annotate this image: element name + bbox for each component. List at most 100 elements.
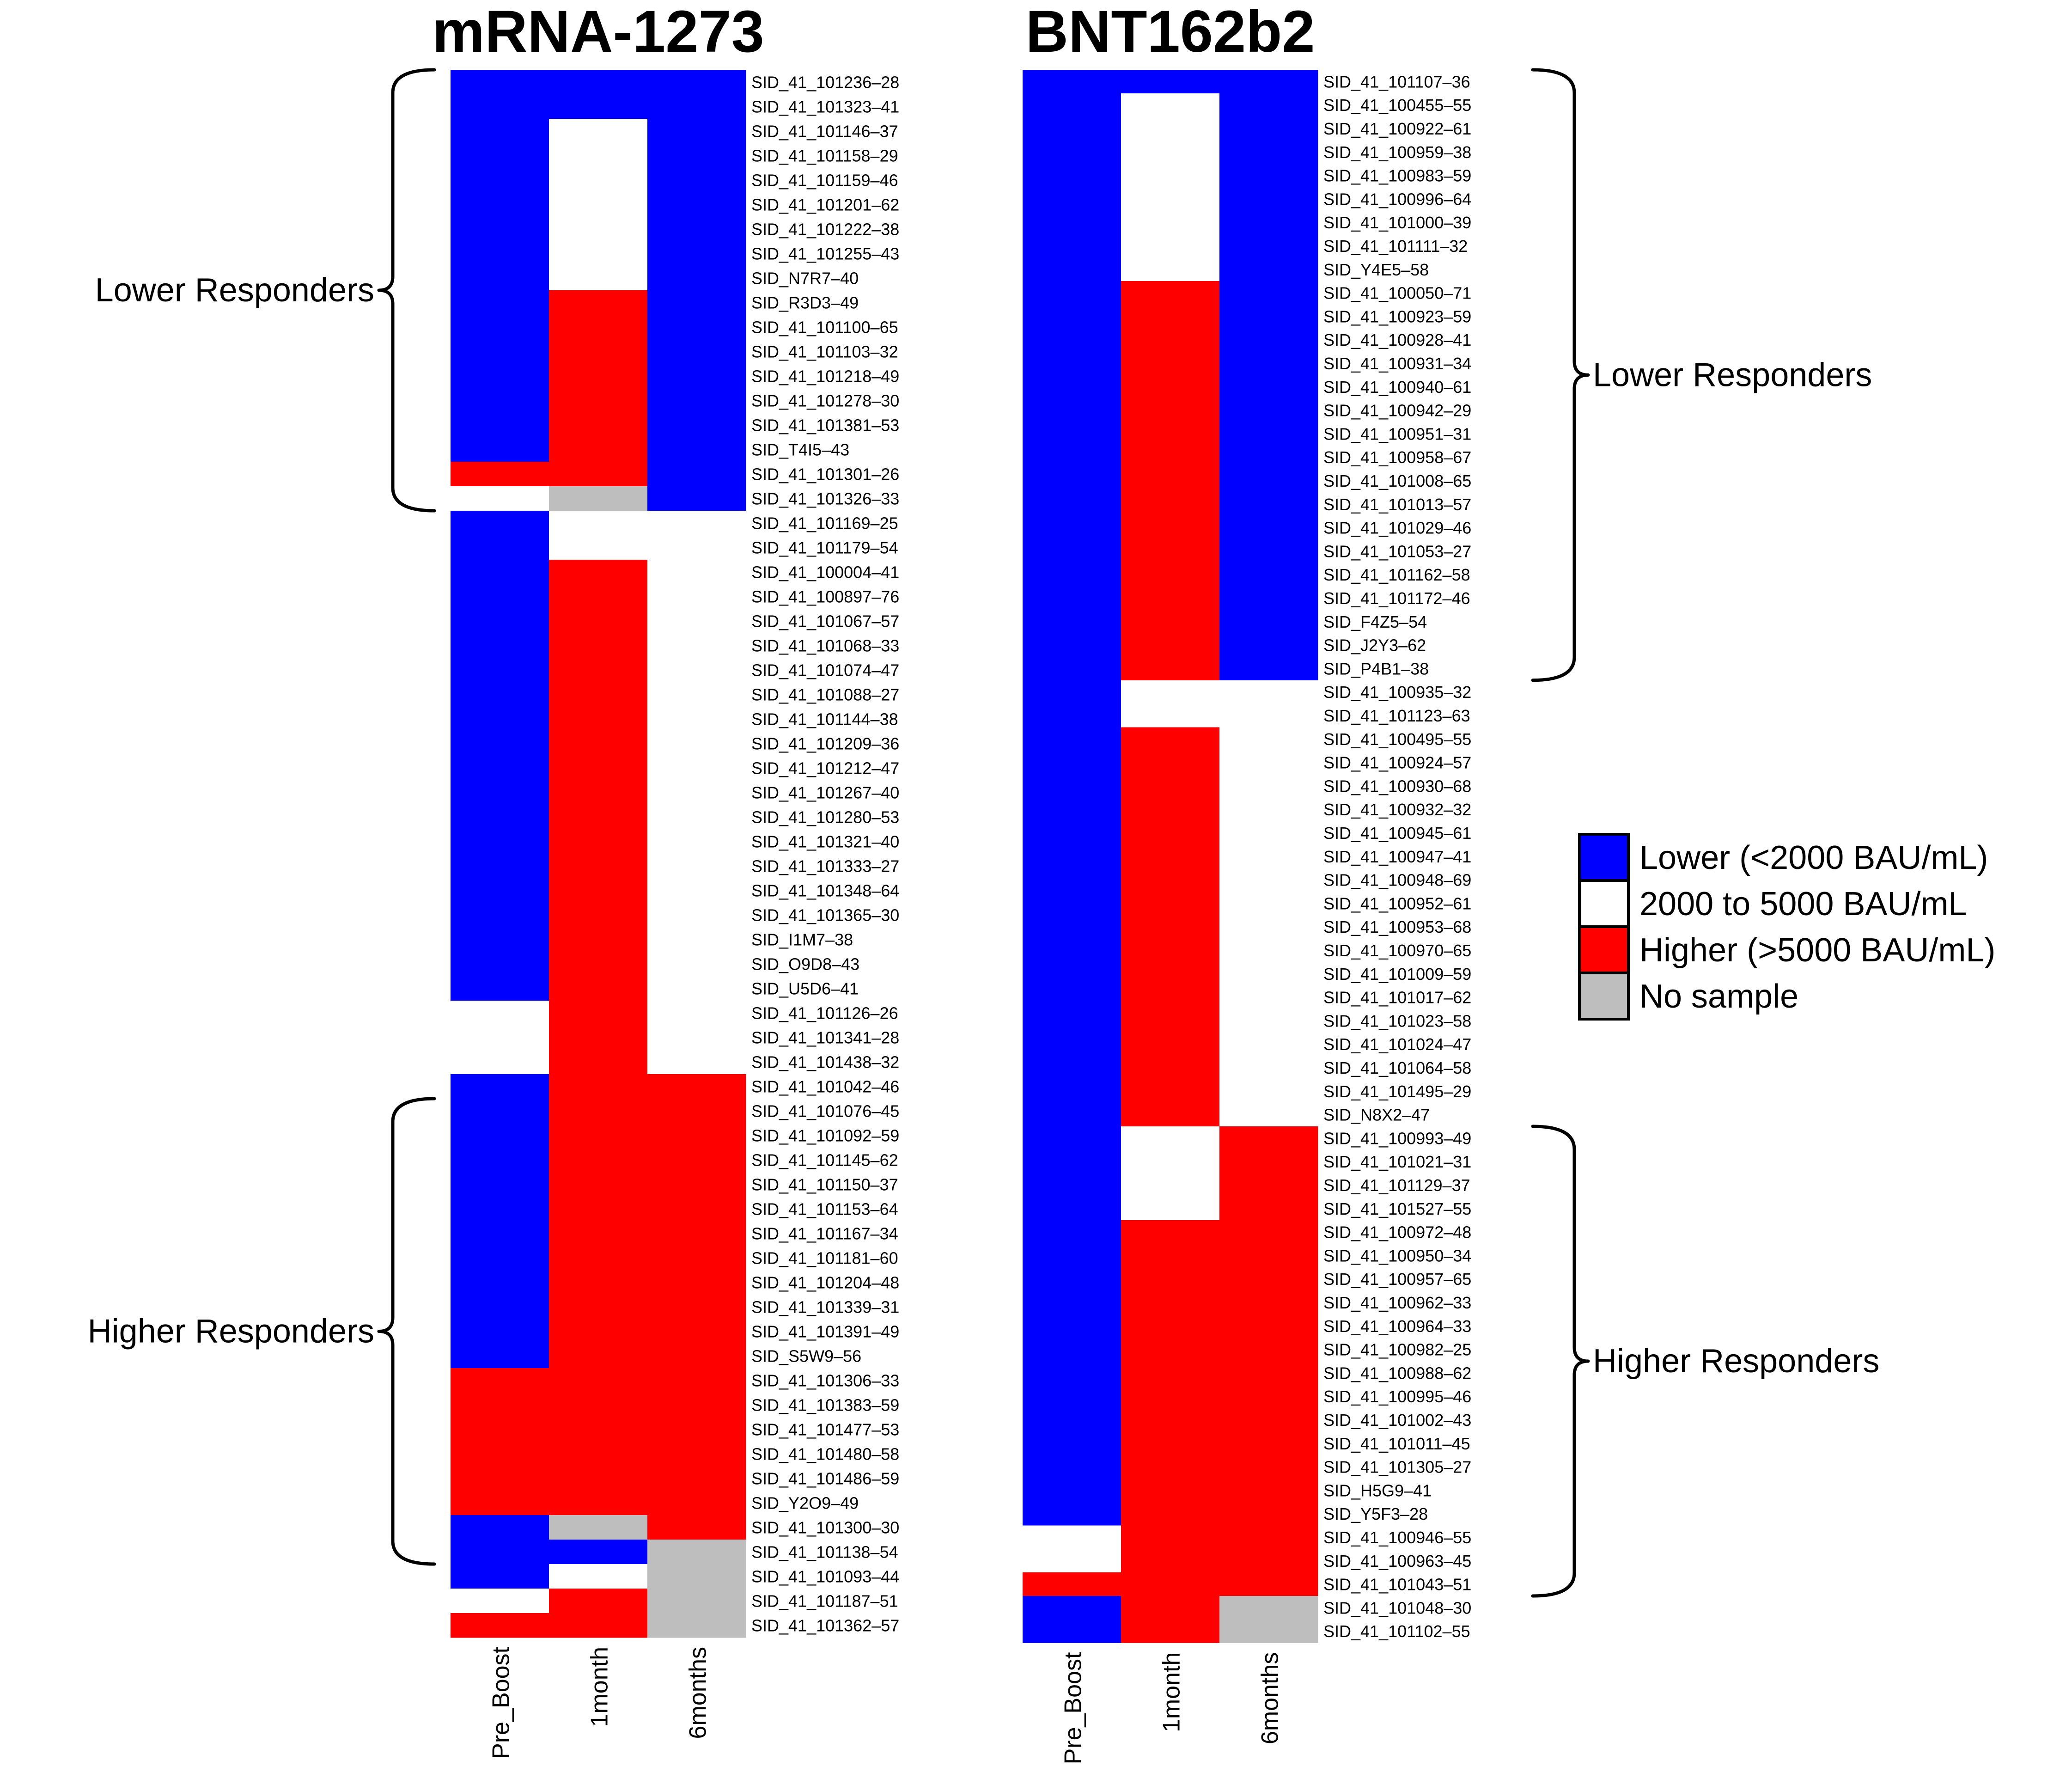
heatmap-cell [1121,610,1220,634]
panel-1: mRNA-1273SID_41_101236–28SID_41_101323–4… [88,0,900,1759]
heatmap-cell [451,364,549,389]
heatmap-cell [647,1001,746,1026]
heatmap-cell [549,1417,648,1442]
heatmap-cell [1121,1338,1220,1362]
heatmap-cell [1023,1408,1121,1432]
heatmap-cell [647,1589,746,1614]
row-label: SID_41_100948–69 [1323,871,1471,890]
heatmap-cell [451,1564,549,1589]
heatmap-cell [451,756,549,781]
panel-title: BNT162b2 [1026,0,1315,65]
heatmap-cell [647,1491,746,1516]
row-label: SID_41_101013–57 [1323,495,1471,514]
heatmap-cell [647,854,746,879]
heatmap-cell [1121,586,1220,610]
row-label: SID_41_101187–51 [751,1592,898,1611]
heatmap-cell [451,315,549,340]
heatmap-cell [647,266,746,291]
heatmap-cell [549,1344,648,1369]
heatmap-cell [1219,1455,1318,1479]
row-label: SID_41_100950–34 [1323,1246,1471,1265]
heatmap-cell [1121,892,1220,916]
heatmap-cell [647,976,746,1001]
heatmap-cell [1121,1126,1220,1150]
row-label: SID_41_101009–59 [1323,965,1471,984]
heatmap-cell [1121,116,1220,141]
row-label: SID_41_101255–43 [751,245,899,263]
heatmap-cell [1219,1549,1318,1573]
row-label: SID_41_100924–57 [1323,753,1471,772]
heatmap-cell [647,1099,746,1124]
row-label: SID_41_101306–33 [751,1371,899,1390]
heatmap-cell [451,1417,549,1442]
legend-swatch [1578,925,1630,974]
heatmap-cell [451,903,549,928]
heatmap-cell [1219,1220,1318,1244]
heatmap-cell [1121,962,1220,986]
heatmap-cell [1219,892,1318,916]
heatmap-cell [1219,1525,1318,1549]
heatmap-cell [647,1564,746,1589]
heatmap-cell [549,584,648,609]
heatmap-cell [1219,257,1318,281]
column-label: Pre_Boost [488,1646,515,1759]
row-label: SID_41_101144–38 [751,710,898,729]
row-label: SID_41_100964–33 [1323,1317,1471,1336]
heatmap-cell [1219,375,1318,399]
heatmap-cell [549,217,648,242]
row-label: SID_41_101339–31 [751,1298,899,1317]
heatmap-cell [1219,774,1318,798]
row-label: SID_Y4E5–58 [1323,260,1429,279]
row-label: SID_41_100922–61 [1323,119,1471,138]
heatmap-cell [1121,281,1220,305]
row-label: SID_S5W9–56 [751,1347,861,1366]
heatmap-cell [1023,633,1121,657]
row-label: SID_F4Z5–54 [1323,612,1427,631]
group-bracket [377,1097,436,1566]
heatmap-cell [1023,70,1121,94]
heatmap-cell [451,192,549,217]
heatmap-cell [647,829,746,854]
heatmap-cell [1219,633,1318,657]
heatmap-cell [1121,1056,1220,1080]
row-label: SID_41_101042–46 [751,1077,899,1096]
heatmap-cell [1023,892,1121,916]
row-label: SID_41_101021–31 [1323,1152,1471,1171]
row-label: SID_41_100951–31 [1323,424,1471,443]
heatmap-cell [1219,116,1318,141]
heatmap-cell [1219,962,1318,986]
heatmap-cell [1219,164,1318,188]
row-label: SID_41_100932–32 [1323,800,1471,819]
heatmap-cell [1023,375,1121,399]
heatmap-cell [1023,1244,1121,1268]
heatmap-cell [647,486,746,511]
heatmap-cell [549,976,648,1001]
heatmap-cell [451,1197,549,1222]
heatmap-cell [647,633,746,658]
heatmap-cell [647,70,746,95]
heatmap-cell [1121,1314,1220,1338]
heatmap-cell [1219,1056,1318,1080]
heatmap-cell [647,290,746,315]
heatmap-cell [647,217,746,242]
heatmap-cell [549,707,648,732]
row-label: SID_41_100923–59 [1323,307,1471,326]
heatmap-cell [647,658,746,683]
heatmap-cell [647,731,746,756]
heatmap-cell [1219,821,1318,845]
heatmap-cell [1121,751,1220,775]
heatmap-cell [451,290,549,315]
row-label: SID_41_100982–25 [1323,1340,1471,1359]
row-label: SID_41_101333–27 [751,857,899,876]
heatmap-cell [1219,1431,1318,1455]
heatmap-cell [647,1417,746,1442]
row-label: SID_P4B1–38 [1323,659,1429,678]
heatmap-cell [549,437,648,462]
row-label: SID_41_100995–46 [1323,1387,1471,1406]
heatmap-cell [451,1099,549,1124]
heatmap-cell [1121,93,1220,117]
heatmap-cell [1219,1479,1318,1503]
heatmap-cell [1023,938,1121,962]
